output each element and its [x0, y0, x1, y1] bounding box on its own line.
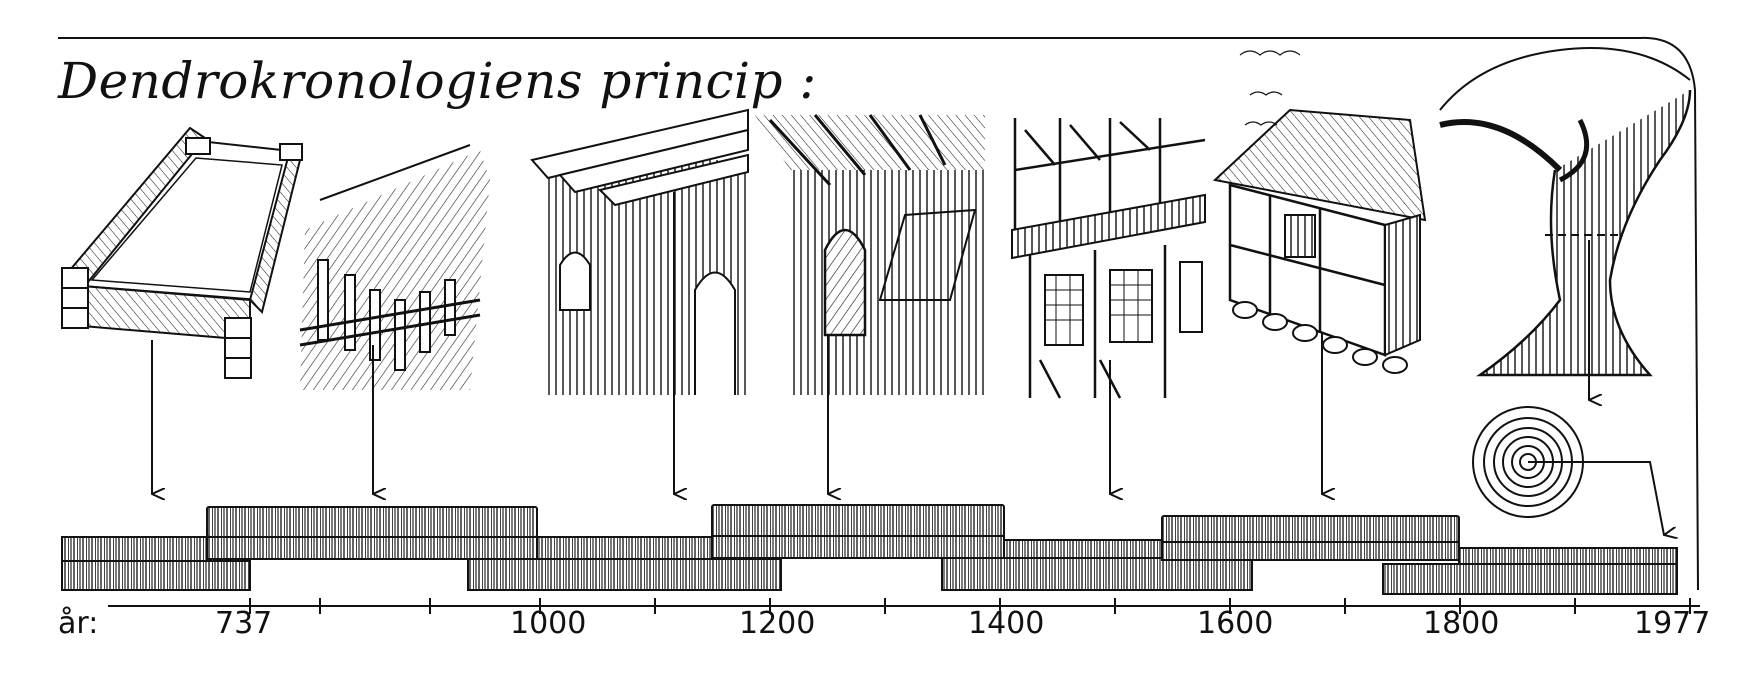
axis-year-label: 737 [215, 606, 273, 641]
half-timbered-house-icon [1212, 108, 1427, 374]
romanesque-wall-icon [530, 108, 749, 395]
timber-frame-icon [1011, 118, 1206, 399]
tree-icon [1239, 47, 1692, 535]
axis-year-label: 1200 [739, 606, 816, 641]
tree-ring-bars [61, 504, 1678, 595]
log-frame-icon [61, 126, 303, 379]
axis-year-label: 1600 [1197, 606, 1274, 641]
church-interior-icon [755, 114, 985, 395]
axis-year-label: 1000 [510, 606, 587, 641]
palisade-wall-icon [299, 144, 490, 390]
axis-prefix-label: år: [58, 606, 99, 641]
axis-year-label: 1400 [968, 606, 1045, 641]
axis-year-label: 1800 [1423, 606, 1500, 641]
diagram-title: Dendrokronologiens princip : [58, 52, 817, 110]
axis-year-label: 1977 [1634, 606, 1711, 641]
